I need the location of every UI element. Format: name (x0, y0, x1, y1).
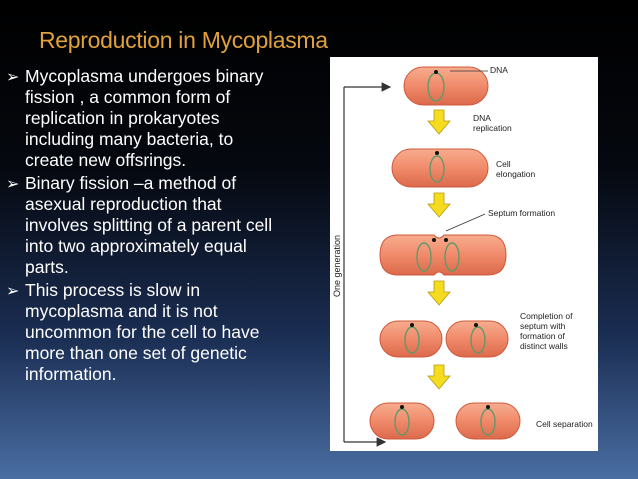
label-cell-elongation-1: Cell (496, 159, 511, 169)
down-arrow-icon (427, 109, 451, 135)
arrow-bullet-icon: ➢ (6, 67, 20, 86)
arrow-bullet-icon: ➢ (6, 174, 20, 193)
one-generation-label: One generation (332, 235, 342, 297)
label-completion-2: septum with (520, 321, 566, 331)
bullet-text: Mycoplasma undergoes binary fission , a … (25, 66, 264, 170)
label-dna-replication-2: replication (473, 123, 512, 133)
label-cell-separation: Cell separation (536, 419, 593, 429)
cell-stage-elongation (391, 148, 489, 188)
cell-stage-dna (403, 66, 489, 106)
label-completion-3: formation of (520, 331, 566, 341)
down-arrow-icon (427, 364, 451, 390)
label-dna-replication-1: DNA (473, 113, 491, 123)
bullet-item: ➢ Mycoplasma undergoes binary fission , … (6, 66, 324, 171)
label-septum-formation: Septum formation (488, 208, 555, 218)
label-completion-4: distinct walls (520, 341, 568, 351)
binary-fission-diagram: One generation DNA DNA replication Cell … (330, 57, 598, 451)
cell-stage-completion (379, 320, 509, 358)
generation-bracket: One generation (332, 82, 392, 447)
down-arrow-icon (427, 192, 451, 218)
label-cell-elongation-2: elongation (496, 169, 536, 179)
bullet-item: ➢ This process is slow in mycoplasma and… (6, 280, 324, 385)
bullet-text: Binary fission –a method of asexual repr… (25, 173, 273, 277)
arrow-bullet-icon: ➢ (6, 281, 20, 300)
label-dna: DNA (490, 65, 508, 75)
label-completion-1: Completion of (520, 311, 573, 321)
down-arrow-icon (427, 280, 451, 306)
bullet-list: ➢ Mycoplasma undergoes binary fission , … (6, 66, 324, 387)
cell-stage-septum (379, 234, 507, 276)
bullet-item: ➢ Binary fission –a method of asexual re… (6, 173, 324, 278)
cell-stage-separation (369, 402, 521, 440)
slide-title: Reproduction in Mycoplasma (39, 27, 328, 53)
bullet-text: This process is slow in mycoplasma and i… (25, 280, 260, 384)
